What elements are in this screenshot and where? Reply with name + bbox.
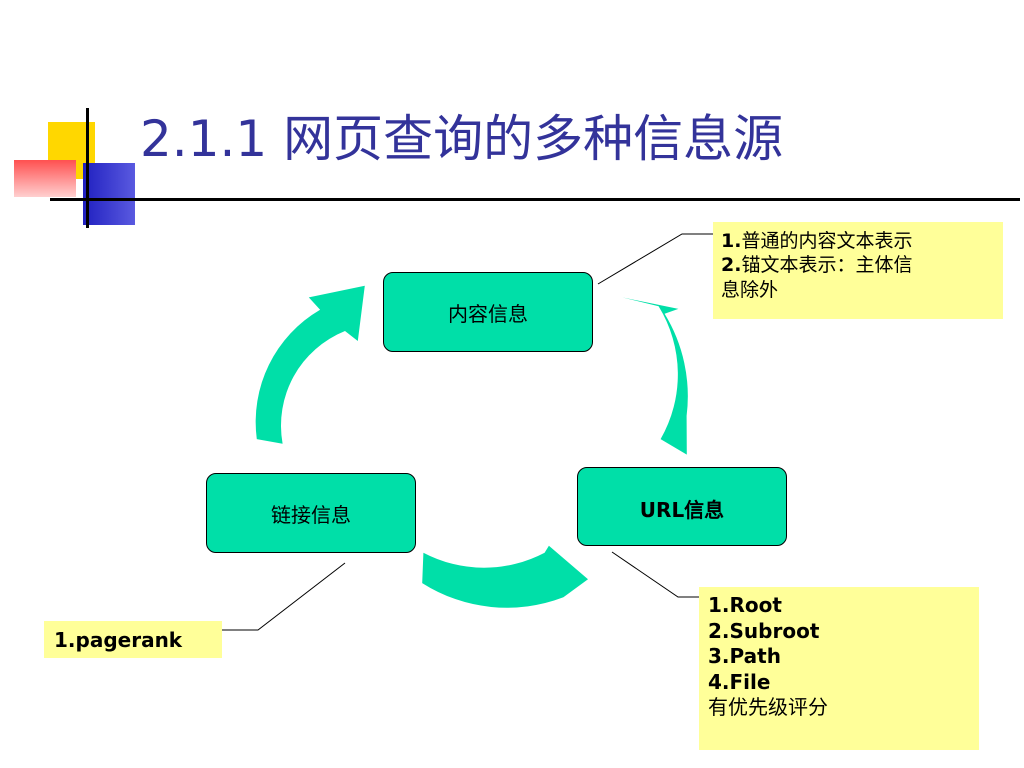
note-content-text-2: 锚文本表示：主体信: [741, 254, 913, 277]
cycle-arrow-bottom: [422, 545, 588, 608]
note-url-item-path: 3.Path: [708, 644, 781, 669]
node-link-info: 链接信息: [206, 473, 416, 553]
callout-line-url: [611, 551, 699, 598]
note-url-item-subroot: 2.Subroot: [708, 618, 820, 643]
callout-line-content: [597, 233, 713, 285]
callout-lines: [222, 233, 713, 631]
deco-blue-square: [83, 163, 135, 225]
node-content-info: 内容信息: [383, 272, 593, 352]
deco-vertical-line: [86, 108, 89, 228]
title-divider: [50, 198, 1020, 201]
note-content-text-1: 普通的内容文本表示: [741, 230, 913, 252]
slide-title: 2.1.1 网页查询的多种信息源: [140, 110, 784, 168]
cycle-arrows: [255, 285, 688, 608]
node-url-info: URL信息: [577, 467, 787, 546]
deco-red-square: [14, 160, 76, 197]
cycle-arrow-left: [255, 285, 365, 444]
note-url-footer: 有优先级评分: [708, 695, 828, 720]
note-url-item-root: 1.Root: [708, 593, 782, 617]
note-url-item-file: 4.File: [708, 669, 771, 694]
callout-line-link: [222, 562, 346, 631]
note-content-line-1: 1.普通的内容文本表示: [721, 229, 995, 253]
note-link-info: 1.pagerank: [44, 621, 222, 658]
note-url-info: 1.Root 2.Subroot 3.Path 4.File 有优先级评分: [699, 587, 979, 750]
note-content-line-2: 2.锚文本表示：主体信: [721, 253, 995, 277]
note-content-num-1: 1.: [721, 230, 742, 252]
note-content-num-2: 2.: [721, 254, 742, 277]
cycle-arrow-right: [622, 297, 688, 455]
note-content-info: 1.普通的内容文本表示 2.锚文本表示：主体信 息除外: [713, 222, 1003, 319]
note-content-line-3: 息除外: [721, 278, 779, 301]
note-link-item: 1.pagerank: [54, 627, 183, 652]
